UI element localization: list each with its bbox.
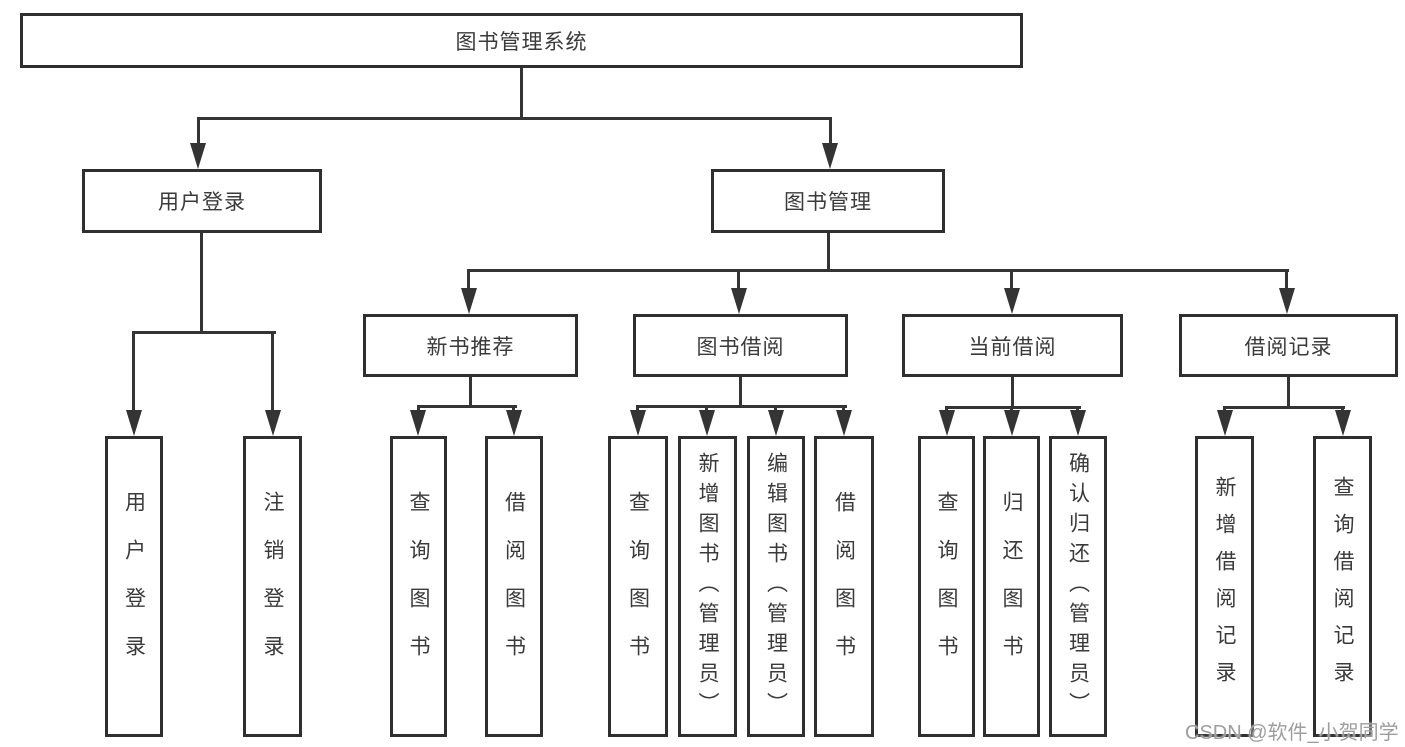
leaf-confirm-return-admin-label: 确认归还（管理员）	[1066, 451, 1090, 722]
leaf-edit-book-admin-label: 编辑图书（管理员）	[764, 451, 788, 722]
connector-current-stem	[1011, 377, 1014, 409]
arrowhead-icon	[822, 143, 838, 169]
connector-stem	[636, 405, 639, 414]
leaf-query-books-current-label: 查询图书	[935, 490, 958, 683]
connector-stem	[197, 117, 200, 149]
leaf-edit-book-admin: 编辑图书（管理员）	[747, 436, 805, 737]
connector-stem	[737, 269, 740, 292]
connector-userlogin-stem	[200, 233, 203, 334]
node-user-login: 用户登录	[82, 169, 322, 233]
connector-stem	[842, 405, 845, 414]
node-borrow-records: 借阅记录	[1179, 314, 1398, 377]
connector-newbook-stem	[469, 377, 472, 408]
arrowhead-icon	[461, 288, 477, 314]
connector-borrow-stem	[739, 377, 742, 408]
node-book-management: 图书管理	[711, 169, 945, 233]
arrowhead-icon	[410, 410, 426, 436]
connector-stem	[1285, 269, 1288, 292]
leaf-confirm-return-admin: 确认归还（管理员）	[1049, 436, 1107, 737]
leaf-borrow-books-recommend-label: 借阅图书	[502, 490, 526, 683]
leaf-user-login-label: 用户登录	[122, 490, 146, 683]
connector-current-bus	[945, 406, 1081, 409]
node-new-book-recommend-label: 新书推荐	[426, 335, 515, 359]
connector-stem	[271, 331, 274, 413]
arrowhead-icon	[1004, 410, 1020, 436]
arrowhead-icon	[939, 410, 955, 436]
connector-stem	[512, 405, 515, 414]
leaf-query-books-current: 查询图书	[918, 436, 975, 737]
arrowhead-icon	[506, 410, 522, 436]
node-current-borrow: 当前借阅	[902, 314, 1123, 377]
arrowhead-icon	[190, 143, 206, 169]
node-current-borrow-label: 当前借阅	[968, 335, 1057, 359]
connector-stem	[829, 117, 832, 149]
leaf-user-login: 用户登录	[105, 436, 163, 737]
connector-stem	[467, 269, 470, 292]
node-borrow-records-label: 借阅记录	[1244, 335, 1333, 359]
arrowhead-icon	[731, 288, 747, 314]
connector-stem	[132, 331, 135, 413]
connector-userlogin-bus	[132, 331, 276, 334]
arrowhead-icon	[699, 410, 715, 436]
arrowhead-icon	[1217, 410, 1233, 436]
connector-root-bus	[197, 117, 831, 120]
leaf-query-books-borrow: 查询图书	[608, 436, 668, 737]
leaf-query-books-borrow-label: 查询图书	[626, 490, 650, 683]
arrowhead-icon	[1004, 288, 1020, 314]
leaf-logout: 注销登录	[243, 436, 302, 737]
leaf-query-borrow-record: 查询借阅记录	[1313, 436, 1372, 737]
connector-root-stem	[520, 68, 523, 120]
leaf-logout-label: 注销登录	[261, 490, 284, 683]
arrowhead-icon	[265, 410, 281, 436]
leaf-borrow-books-recommend: 借阅图书	[485, 436, 543, 737]
node-book-borrow: 图书借阅	[633, 314, 848, 377]
leaf-query-books-recommend: 查询图书	[390, 436, 447, 737]
leaf-add-borrow-record: 新增借阅记录	[1195, 436, 1254, 737]
node-book-management-label: 图书管理	[784, 191, 872, 214]
node-root: 图书管理系统	[20, 13, 1023, 68]
leaf-return-book-label: 归还图书	[1000, 490, 1023, 683]
leaf-borrow-books-label: 借阅图书	[832, 490, 856, 683]
arrowhead-icon	[1279, 288, 1295, 314]
leaf-query-borrow-record-label: 查询借阅记录	[1331, 475, 1354, 698]
leaf-return-book: 归还图书	[983, 436, 1040, 737]
connector-bookmgmt-stem	[827, 233, 830, 272]
node-new-book-recommend: 新书推荐	[363, 314, 578, 377]
connector-stem	[417, 405, 420, 414]
node-root-label: 图书管理系统	[455, 30, 588, 54]
connector-stem	[705, 405, 708, 414]
connector-records-stem	[1287, 377, 1290, 409]
leaf-borrow-books: 借阅图书	[814, 436, 874, 737]
arrowhead-icon	[836, 410, 852, 436]
leaf-query-books-recommend-label: 查询图书	[407, 490, 430, 683]
arrowhead-icon	[126, 410, 142, 436]
connector-borrow-bus	[636, 405, 847, 408]
connector-stem	[1010, 269, 1013, 292]
connector-bookmgmt-bus	[467, 269, 1289, 272]
connector-stem	[774, 405, 777, 414]
arrowhead-icon	[1335, 410, 1351, 436]
leaf-add-book-admin-label: 新增图书（管理员）	[696, 451, 719, 722]
connector-records-bus	[1223, 406, 1345, 409]
leaf-add-book-admin: 新增图书（管理员）	[678, 436, 737, 737]
arrowhead-icon	[1070, 410, 1086, 436]
connector-newbook-bus	[417, 405, 517, 408]
watermark: CSDN @软件_小贺同学	[1185, 722, 1399, 744]
arrowhead-icon	[630, 410, 646, 436]
arrowhead-icon	[768, 410, 784, 436]
leaf-add-borrow-record-label: 新增借阅记录	[1213, 475, 1236, 698]
node-book-borrow-label: 图书借阅	[696, 335, 785, 359]
node-user-login-label: 用户登录	[158, 191, 246, 214]
